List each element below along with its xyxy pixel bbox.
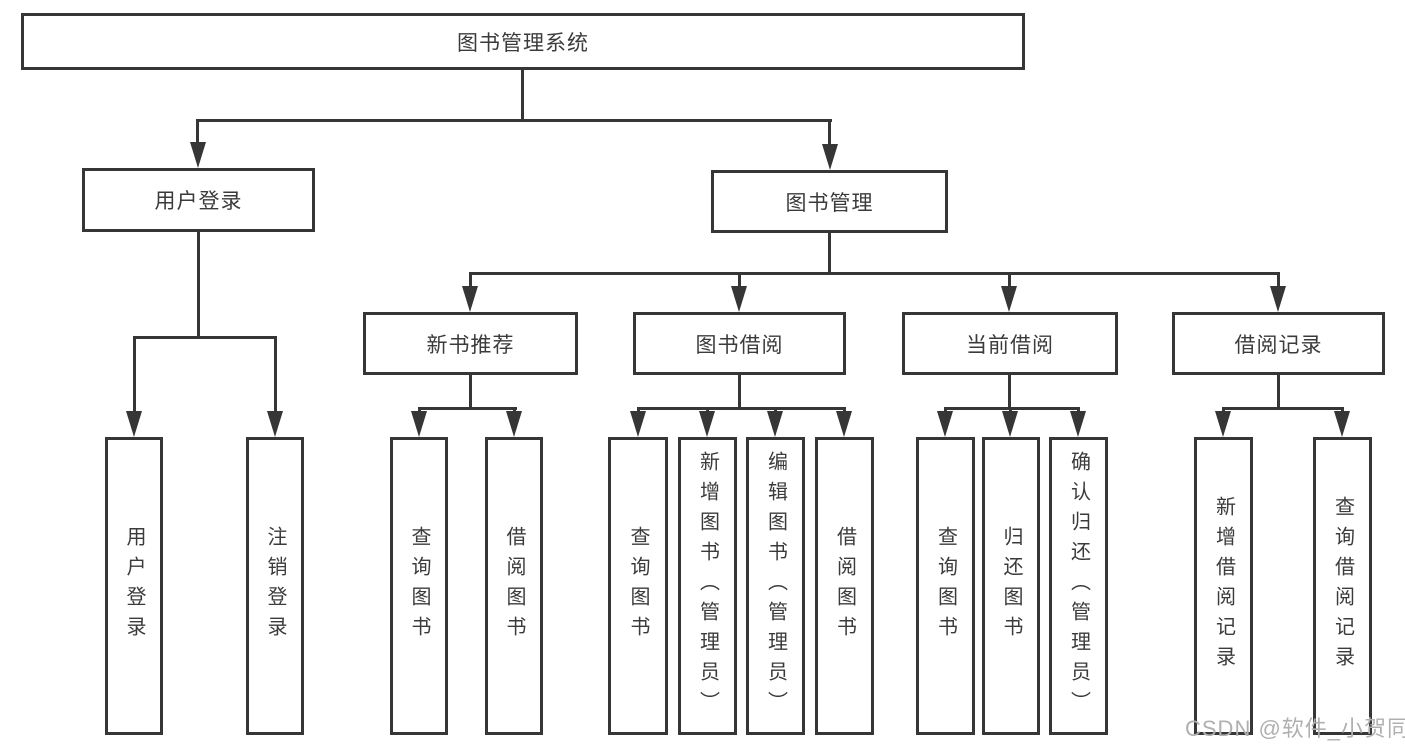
- connector-line: [828, 233, 831, 272]
- arrow-down-icon: [1334, 411, 1350, 437]
- node-leaf-newbook-borrow: 借阅图书: [485, 437, 543, 735]
- node-label: 借阅图书: [833, 526, 856, 646]
- arrow-down-icon: [506, 411, 522, 437]
- connector-line: [197, 232, 200, 336]
- node-label: 归还图书: [1000, 526, 1022, 646]
- arrow-down-icon: [1070, 411, 1086, 437]
- connector-line: [1277, 272, 1280, 292]
- arrow-down-icon: [699, 411, 715, 437]
- arrow-down-icon: [1270, 286, 1286, 312]
- node-user-login: 用户登录: [82, 168, 315, 232]
- node-book-management: 图书管理: [711, 170, 948, 233]
- connector-line: [828, 119, 831, 147]
- connector-line: [637, 407, 846, 410]
- arrow-down-icon: [190, 142, 206, 168]
- node-leaf-record-add: 新增借阅记录: [1194, 437, 1253, 735]
- node-label: 查询借阅记录: [1331, 496, 1354, 676]
- arrow-down-icon: [462, 286, 478, 312]
- arrow-down-icon: [836, 411, 852, 437]
- arrow-down-icon: [937, 411, 953, 437]
- node-label: 查询图书: [627, 526, 649, 646]
- connector-line: [469, 272, 1280, 275]
- node-label: 查询图书: [408, 526, 430, 646]
- arrow-down-icon: [1001, 286, 1017, 312]
- arrow-down-icon: [630, 411, 646, 437]
- arrow-down-icon: [267, 411, 283, 437]
- node-label: 注销登录: [264, 526, 286, 646]
- arrow-down-icon: [767, 411, 783, 437]
- connector-line: [469, 375, 472, 407]
- node-label: 新增图书（管理员）: [696, 451, 719, 721]
- connector-line: [133, 336, 136, 414]
- node-leaf-borrow-edit-admin: 编辑图书（管理员）: [746, 437, 805, 735]
- arrow-down-icon: [822, 144, 838, 170]
- node-borrow-records: 借阅记录: [1172, 312, 1385, 375]
- connector-line: [196, 119, 199, 147]
- node-library-system: 图书管理系统: [21, 13, 1025, 70]
- node-label: 借阅图书: [503, 526, 525, 646]
- node-leaf-current-query: 查询图书: [916, 437, 975, 735]
- node-leaf-user-login: 用户登录: [105, 437, 163, 735]
- node-label: 新增借阅记录: [1212, 496, 1235, 676]
- node-label: 查询图书: [934, 526, 957, 646]
- node-label: 用户登录: [154, 190, 243, 213]
- arrow-down-icon: [731, 286, 747, 312]
- node-leaf-current-confirm-admin: 确认归还（管理员）: [1049, 437, 1108, 735]
- connector-line: [738, 272, 741, 292]
- node-label: 图书管理: [785, 191, 874, 215]
- node-leaf-borrow-borrow: 借阅图书: [815, 437, 874, 735]
- arrow-down-icon: [1215, 411, 1231, 437]
- connector-line: [1222, 407, 1343, 410]
- node-new-book-recommend: 新书推荐: [363, 312, 578, 375]
- connector-line: [196, 119, 832, 122]
- arrow-down-icon: [126, 411, 142, 437]
- node-label: 新书推荐: [426, 333, 515, 357]
- connector-line: [133, 336, 277, 339]
- node-label: 图书借阅: [695, 333, 784, 357]
- connector-line: [418, 407, 517, 410]
- node-current-borrow: 当前借阅: [902, 312, 1118, 375]
- node-label: 用户登录: [123, 526, 145, 646]
- connector-line: [469, 272, 472, 292]
- node-label: 图书管理系统: [457, 31, 589, 55]
- connector-line: [1008, 272, 1011, 292]
- arrow-down-icon: [1002, 411, 1018, 437]
- node-label: 借阅记录: [1234, 333, 1323, 357]
- node-leaf-record-query: 查询借阅记录: [1313, 437, 1372, 735]
- node-leaf-borrow-query: 查询图书: [608, 437, 668, 735]
- connector-line: [738, 375, 741, 407]
- arrow-down-icon: [411, 411, 427, 437]
- node-leaf-logout: 注销登录: [246, 437, 304, 735]
- node-leaf-current-return: 归还图书: [982, 437, 1040, 735]
- node-leaf-borrow-add-admin: 新增图书（管理员）: [678, 437, 737, 735]
- connector-line: [521, 70, 524, 119]
- connector-line: [274, 336, 277, 414]
- node-book-borrow: 图书借阅: [633, 312, 846, 375]
- connector-line: [1277, 375, 1280, 407]
- connector-line: [944, 407, 1080, 410]
- node-label: 确认归还（管理员）: [1067, 451, 1090, 721]
- csdn-watermark: CSDN @软件_小贺同学: [1185, 716, 1405, 741]
- node-label: 编辑图书（管理员）: [764, 451, 787, 721]
- connector-line: [1008, 375, 1011, 407]
- node-leaf-newbook-query: 查询图书: [390, 437, 448, 735]
- node-label: 当前借阅: [966, 333, 1054, 357]
